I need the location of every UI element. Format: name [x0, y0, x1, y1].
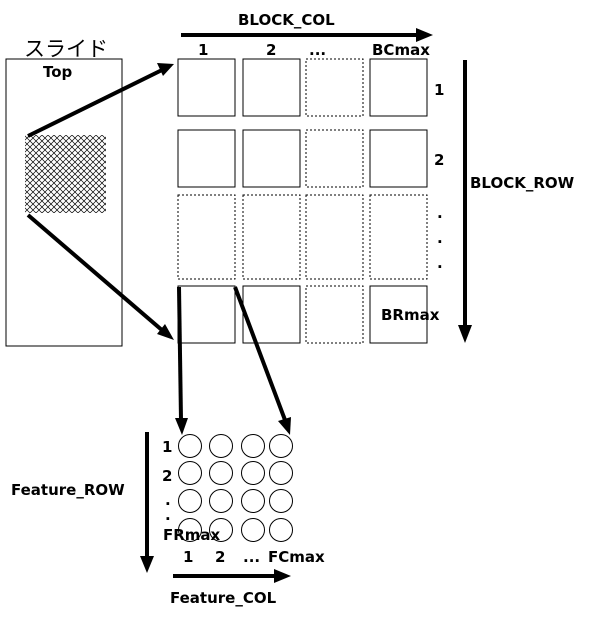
block-cell-r2-c1 [177, 129, 236, 188]
block-cell-r1-c2 [242, 58, 301, 117]
slide-title: スライド [24, 37, 108, 61]
block-row-label-1: 1 [434, 81, 444, 99]
block-cell-r4-c3 [305, 285, 364, 344]
slide-panel: スライド Top [5, 37, 123, 347]
block-row-axis-arrow [458, 60, 472, 343]
block-row-axis-label: BLOCK_ROW [470, 174, 575, 192]
block-row-label-dot-1: . [437, 204, 443, 222]
feature-cell-r1-c1 [178, 434, 202, 458]
feature-row-label-1: 1 [162, 438, 172, 456]
block-cell-r4-c4 [369, 285, 428, 344]
block-col-label-max: BCmax [372, 41, 430, 59]
block-cell-r1-c1 [177, 58, 236, 117]
feature-grid [178, 434, 293, 542]
feature-cell-r2-c3 [241, 461, 265, 485]
block-cell-r4-c2 [242, 285, 301, 344]
block-to-feature-right-arrow [233, 286, 291, 435]
feature-col-axis-label: Feature_COL [170, 589, 277, 607]
slide-to-block-top-arrow [27, 63, 174, 138]
block-row-label-dot-2: . [437, 229, 443, 247]
feature-cell-r3-c3 [241, 489, 265, 513]
feature-cell-r2-c4 [269, 461, 293, 485]
feature-cell-r2-c2 [209, 461, 233, 485]
feature-cell-r4-c4 [269, 518, 293, 542]
feature-row-label-dot-1: . [165, 491, 171, 509]
block-cell-r3-c1 [177, 194, 236, 280]
feature-row-label-dot-2: . [165, 506, 171, 524]
feature-cell-r4-c2 [209, 518, 233, 542]
feature-col-axis-arrow [173, 569, 291, 583]
slide-top-label: Top [43, 63, 73, 81]
slide-frame [5, 58, 123, 347]
block-cell-r4-c1 [177, 285, 236, 344]
slide-sample-region [25, 135, 106, 213]
feature-col-label-ellipsis: ... [243, 548, 260, 566]
block-cell-r1-c3 [305, 58, 364, 117]
block-col-axis-label: BLOCK_COL [238, 11, 335, 29]
feature-row-axis-arrow [140, 432, 154, 573]
block-to-feature-left-arrow [175, 286, 188, 435]
block-col-label-1: 1 [198, 41, 208, 59]
feature-cell-r1-c3 [241, 434, 265, 458]
block-cell-r1-c4 [369, 58, 428, 117]
feature-row-label-2: 2 [162, 467, 172, 485]
feature-col-label-2: 2 [215, 548, 225, 566]
feature-corner-label: FRmax [163, 526, 221, 544]
block-col-label-ellipsis: ... [309, 41, 326, 59]
block-grid [177, 58, 428, 344]
block-cell-r2-c2 [242, 129, 301, 188]
feature-cell-r1-c2 [209, 434, 233, 458]
feature-cell-r3-c2 [209, 489, 233, 513]
slide-to-block-bottom-arrow [26, 213, 174, 340]
block-row-label-dot-3: . [437, 254, 443, 272]
block-cell-r3-c4 [369, 194, 428, 280]
feature-cell-r1-c4 [269, 434, 293, 458]
feature-cell-r3-c1 [178, 489, 202, 513]
block-corner-label: BRmax [381, 306, 440, 324]
block-cell-r2-c3 [305, 129, 364, 188]
feature-cell-r3-c4 [269, 489, 293, 513]
feature-col-label-1: 1 [183, 548, 193, 566]
block-cell-r3-c3 [305, 194, 364, 280]
feature-col-label-max: FCmax [268, 548, 325, 566]
feature-cell-r4-c1 [178, 518, 202, 542]
block-row-label-2: 2 [434, 151, 444, 169]
feature-cell-r2-c1 [178, 461, 202, 485]
feature-row-axis-label: Feature_ROW [11, 481, 125, 499]
feature-cell-r4-c3 [241, 518, 265, 542]
block-col-axis-arrow [181, 28, 433, 42]
block-cell-r2-c4 [369, 129, 428, 188]
block-cell-r3-c2 [242, 194, 301, 280]
block-col-label-2: 2 [266, 41, 276, 59]
